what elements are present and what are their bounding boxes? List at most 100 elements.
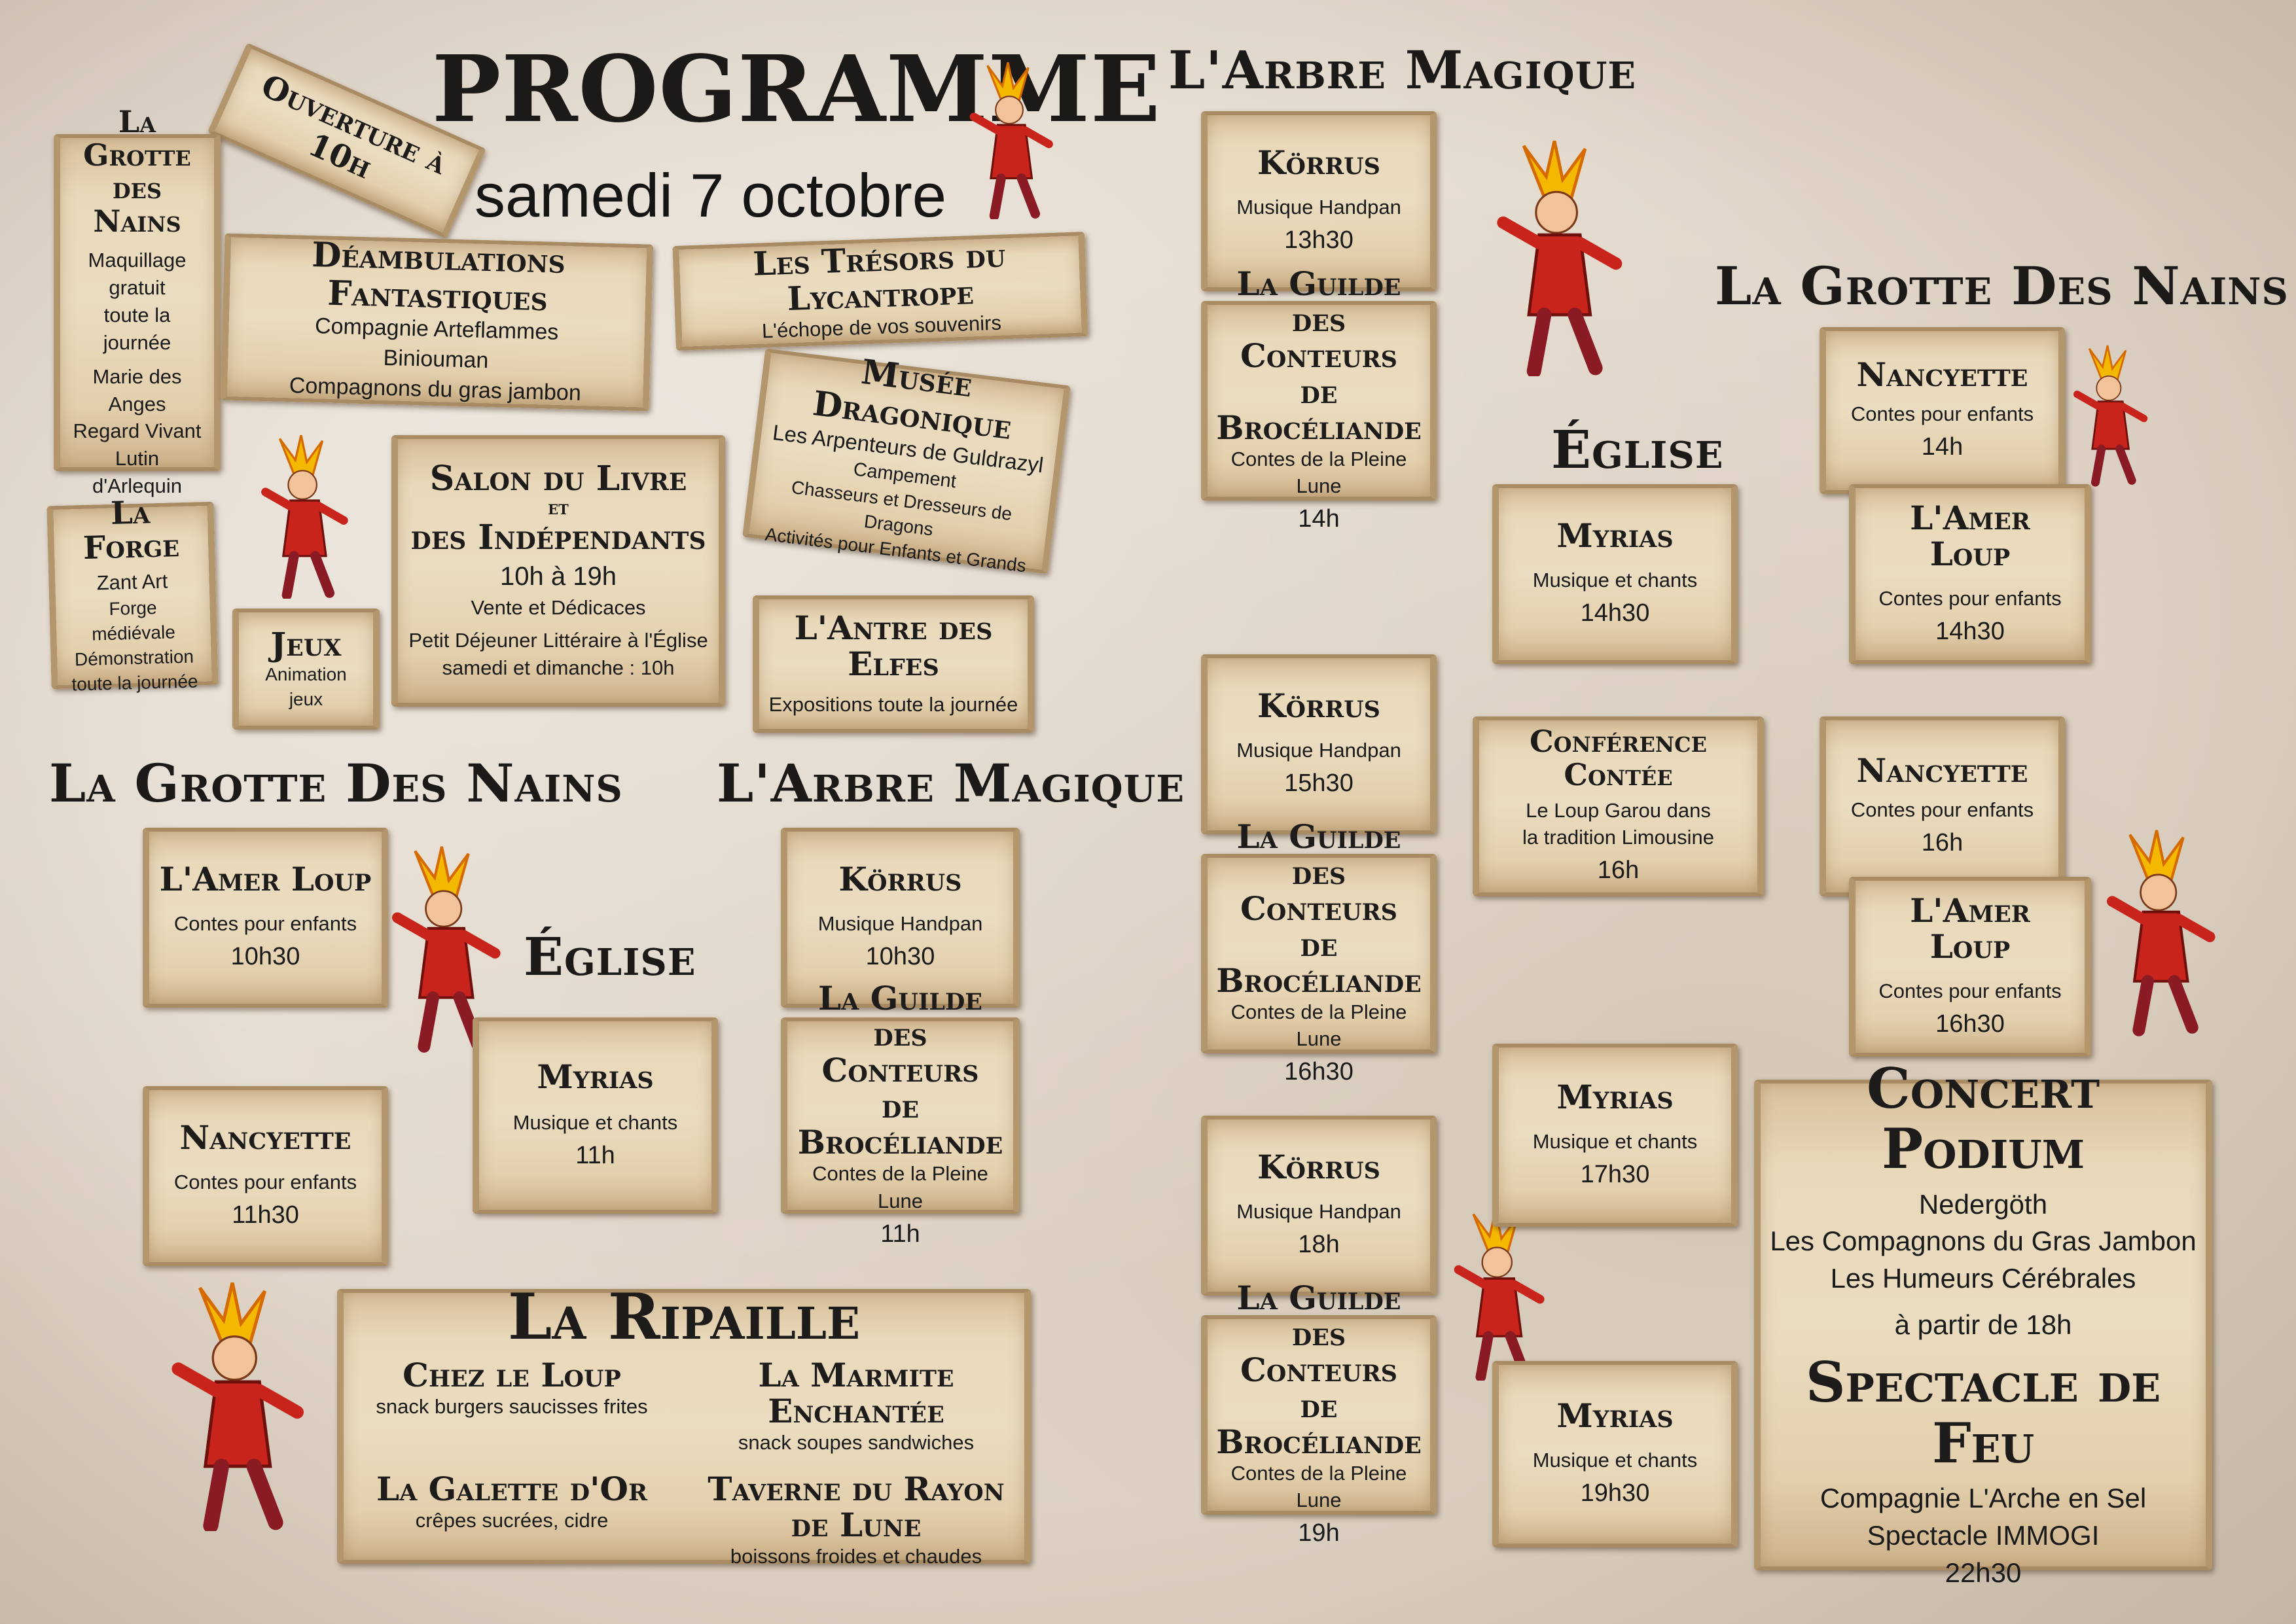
- myrias-sub: Musique et chants: [1532, 1129, 1698, 1153]
- opening-hours-text: Ouverture à 10h: [255, 67, 452, 186]
- guilde-title: La Guilde: [1236, 817, 1401, 856]
- forge-line: Zant Art: [96, 569, 168, 595]
- korrus-scroll: Körrus Musique Handpan 10h30: [781, 828, 1020, 1008]
- jeux-scroll: Jeux Animation jeux: [232, 609, 380, 730]
- amerloup-scroll: L'Amer Loup Contes pour enfants 10h30: [143, 828, 388, 1008]
- myrias-title: Myrias: [1556, 516, 1674, 556]
- concert-line: Les Humeurs Cérébrales: [1830, 1262, 2136, 1294]
- grotte-nains-line: Maquillage: [88, 249, 187, 272]
- section-eglise-right: Église: [1551, 419, 1724, 480]
- korrus-sub: Musique Handpan: [1236, 196, 1401, 219]
- ripaille-item-name: La Marmite Enchantée: [758, 1355, 954, 1430]
- spectacle-feu-line: Compagnie L'Arche en Sel: [1820, 1483, 2147, 1514]
- concert-title: Concert Podium: [1866, 1055, 2100, 1182]
- nancyette-14h-scroll: Nancyette Contes pour enfants 14h: [1820, 327, 2065, 494]
- guilde-1630-scroll: La Guilde des Conteurs de Brocéliande Co…: [1201, 819, 1437, 1086]
- ripaille-item-desc: boissons froides et chaudes: [730, 1544, 982, 1568]
- korrus-18h-scroll: Körrus Musique Handpan 18h: [1201, 1116, 1437, 1296]
- guilde-sub: Contes de la Pleine Lune: [1230, 1000, 1407, 1051]
- nancyette-title: Nancyette: [179, 1118, 351, 1157]
- jeux-line: Animation jeux: [265, 664, 347, 709]
- korrus-sub: Musique Handpan: [1236, 739, 1401, 762]
- jeux-title: Jeux: [270, 625, 342, 664]
- guilde-sub: Contes de la Pleine Lune: [1230, 447, 1407, 498]
- nancyette-title: Nancyette: [1856, 751, 2028, 790]
- concert-podium-scroll: Concert Podium Nedergöth Les Compagnons …: [1754, 1058, 2212, 1588]
- guilde-title: des Conteurs: [1240, 300, 1397, 375]
- antre-scroll: L'Antre des Elfes Expositions toute la j…: [753, 595, 1034, 733]
- guilde-sub: Contes de la Pleine Lune: [812, 1162, 988, 1212]
- deambulations-title: Déambulations Fantastiques: [311, 235, 566, 319]
- myrias-title: Myrias: [537, 1057, 654, 1096]
- ripaille-item-name: Taverne du Rayon de Lune: [708, 1469, 1005, 1544]
- korrus-time: 15h30: [1284, 769, 1354, 798]
- ripaille-item-desc: snack burgers saucisses frites: [376, 1394, 648, 1418]
- lutin-mascot-icon: [1440, 1210, 1551, 1381]
- conference-scroll: Conférence Contée Le Loup Garou dans la …: [1473, 716, 1764, 896]
- amerloup-sub: Contes pour enfants: [1878, 979, 2062, 1002]
- myrias-time: 14h30: [1580, 599, 1650, 627]
- guilde-title: de Brocéliande: [1216, 925, 1422, 1000]
- ripaille-item-desc: crêpes sucrées, cidre: [415, 1508, 609, 1532]
- myrias-sub: Musique et chants: [1532, 569, 1698, 592]
- antre-title: L'Antre des Elfes: [794, 609, 993, 684]
- salon-line: samedi et dimanche : 10h: [442, 656, 675, 680]
- deambulations-line: Compagnie Arteflammes: [314, 313, 559, 345]
- amerloup-time: 14h30: [1935, 617, 2005, 645]
- korrus-time: 18h: [1298, 1231, 1340, 1259]
- myrias-1430-scroll: Myrias Musique et chants 14h30: [1492, 484, 1738, 664]
- salon-hours: 10h à 19h: [500, 562, 617, 591]
- salon-title: Salon du Livre: [429, 459, 687, 499]
- guilde-title: des Conteurs: [821, 1015, 979, 1090]
- amerloup-1630-scroll: L'Amer Loup Contes pour enfants 16h30: [1849, 877, 2091, 1057]
- ripaille-item-desc: snack soupes sandwiches: [738, 1430, 975, 1454]
- myrias-title: Myrias: [1556, 1077, 1674, 1116]
- guilde-title: de Brocéliande: [1216, 372, 1422, 447]
- guilde-19h-scroll: La Guilde des Conteurs de Brocéliande Co…: [1201, 1280, 1437, 1547]
- amerloup-time: 16h30: [1935, 1010, 2005, 1038]
- antre-line: Expositions toute la journée: [768, 693, 1018, 716]
- nancyette-time: 11h30: [232, 1201, 299, 1229]
- guilde-title: de Brocéliande: [797, 1087, 1003, 1162]
- forge-line: Forge médiévale: [91, 597, 176, 644]
- nancyette-16h-scroll: Nancyette Contes pour enfants 16h: [1820, 716, 2065, 896]
- myrias-scroll: Myrias Musique et chants 11h: [473, 1017, 718, 1214]
- nancyette-scroll: Nancyette Contes pour enfants 11h30: [143, 1086, 388, 1266]
- conference-line: Le Loup Garou dans: [1526, 798, 1711, 822]
- korrus-time: 10h30: [865, 943, 935, 971]
- guilde-title: La Guilde: [818, 979, 982, 1018]
- section-grotte-nains: La Grotte Des Nains: [49, 752, 623, 814]
- conference-time: 16h: [1597, 856, 1640, 885]
- nancyette-title: Nancyette: [1856, 355, 2028, 395]
- grotte-nains-line: Marie des Anges: [92, 364, 182, 415]
- lutin-accordion-mascot-icon: [2094, 811, 2219, 1053]
- guilde-scroll: La Guilde des Conteurs de Brocéliande Co…: [781, 980, 1020, 1248]
- event-date: samedi 7 octobre: [475, 161, 947, 230]
- salon-line: Vente et Dédicaces: [471, 596, 646, 620]
- ripaille-item-name: La Galette d'Or: [376, 1469, 648, 1508]
- myrias-sub: Musique et chants: [1532, 1449, 1698, 1472]
- concert-line: Les Compagnons du Gras Jambon: [1770, 1226, 2197, 1257]
- lutin-mascot-icon: [942, 62, 1073, 219]
- forge-scroll: La Forge Zant Art Forge médiévale Démons…: [46, 494, 219, 694]
- nancyette-sub: Contes pour enfants: [1850, 402, 2034, 426]
- lutin-mascot-icon: [1479, 141, 1630, 376]
- guilde-14h-scroll: La Guilde des Conteurs de Brocéliande Co…: [1201, 266, 1437, 533]
- korrus-sub: Musique Handpan: [817, 912, 983, 936]
- amerloup-time: 10h30: [230, 943, 300, 971]
- ripaille-item-name: Chez le Loup: [403, 1355, 621, 1394]
- conference-title: Conférence Contée: [1530, 724, 1707, 793]
- myrias-time: 19h30: [1580, 1479, 1650, 1508]
- guilde-time: 16h30: [1284, 1058, 1354, 1086]
- tresors-scroll: Les Trésors du Lycantrope L'échope de vo…: [672, 232, 1088, 351]
- lutin-mascot-icon: [2065, 330, 2150, 501]
- section-arbre-magique-right: L'Arbre Magique: [1168, 39, 1637, 101]
- conference-line: la tradition Limousine: [1522, 826, 1714, 849]
- page-title: PROGRAMME: [432, 36, 1161, 143]
- spectacle-feu-line: Spectacle IMMOGI: [1867, 1519, 2100, 1551]
- concert-line: Nedergöth: [1918, 1188, 2048, 1220]
